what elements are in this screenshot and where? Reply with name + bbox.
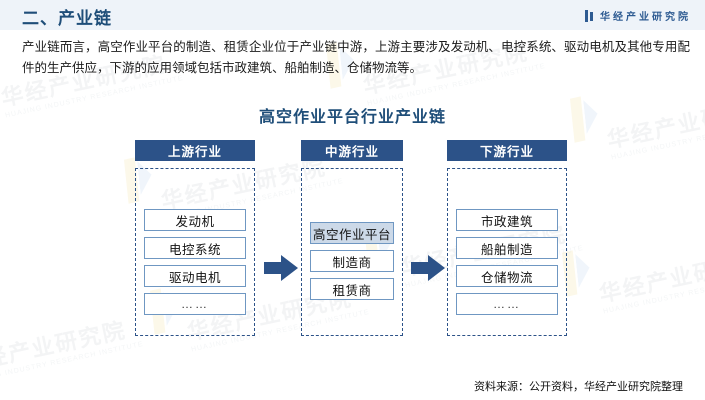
- arrow-midstream-to-downstream-icon: [411, 255, 445, 281]
- list-item-highlighted[interactable]: 高空作业平台: [310, 222, 394, 244]
- bars-logo-icon: [585, 9, 594, 22]
- list-item[interactable]: 船舶制造: [456, 237, 558, 259]
- column-header-downstream: 下游行业: [447, 140, 567, 161]
- list-item[interactable]: 租赁商: [310, 278, 394, 300]
- column-downstream: 下游行业 市政建筑 船舶制造 仓储物流 ……: [447, 140, 567, 336]
- source-note: 资料来源：公开资料，华经产业研究院整理: [474, 381, 683, 393]
- column-body-downstream: 市政建筑 船舶制造 仓储物流 ……: [447, 168, 567, 336]
- list-item[interactable]: 驱动电机: [144, 265, 246, 287]
- column-body-upstream: 发动机 电控系统 驱动电机 ……: [135, 168, 255, 336]
- brand-name: 华经产业研究院: [600, 12, 691, 23]
- item-list-upstream: 发动机 电控系统 驱动电机 ……: [144, 209, 246, 315]
- list-item[interactable]: 电控系统: [144, 237, 246, 259]
- item-list-downstream: 市政建筑 船舶制造 仓储物流 ……: [456, 209, 558, 315]
- list-item[interactable]: ……: [144, 293, 246, 315]
- list-item[interactable]: 制造商: [310, 250, 394, 272]
- list-item[interactable]: 发动机: [144, 209, 246, 231]
- column-header-midstream: 中游行业: [301, 140, 403, 161]
- brand-logo: 华经产业研究院: [585, 8, 691, 23]
- column-body-midstream: 高空作业平台 制造商 租赁商: [301, 168, 403, 336]
- list-item[interactable]: 市政建筑: [456, 209, 558, 231]
- list-item[interactable]: ……: [456, 293, 558, 315]
- diagram-title: 高空作业平台行业产业链: [258, 109, 446, 126]
- page-title: 二、产业链: [22, 9, 112, 28]
- intro-paragraph: 产业链而言，高空作业平台的制造、租赁企业位于产业链中游，上游主要涉及发动机、电控…: [22, 40, 690, 75]
- column-upstream: 上游行业 发动机 电控系统 驱动电机 ……: [135, 140, 255, 336]
- page-header-band: 二、产业链 华经产业研究院: [0, 0, 705, 30]
- item-list-midstream: 高空作业平台 制造商 租赁商: [310, 222, 394, 300]
- arrow-upstream-to-midstream-icon: [264, 255, 298, 281]
- column-midstream: 中游行业 高空作业平台 制造商 租赁商: [301, 140, 403, 336]
- list-item[interactable]: 仓储物流: [456, 265, 558, 287]
- industry-chain-diagram: 上游行业 发动机 电控系统 驱动电机 …… 中游行业 高空作业平台 制造商 租赁…: [0, 140, 705, 355]
- column-header-upstream: 上游行业: [135, 140, 255, 161]
